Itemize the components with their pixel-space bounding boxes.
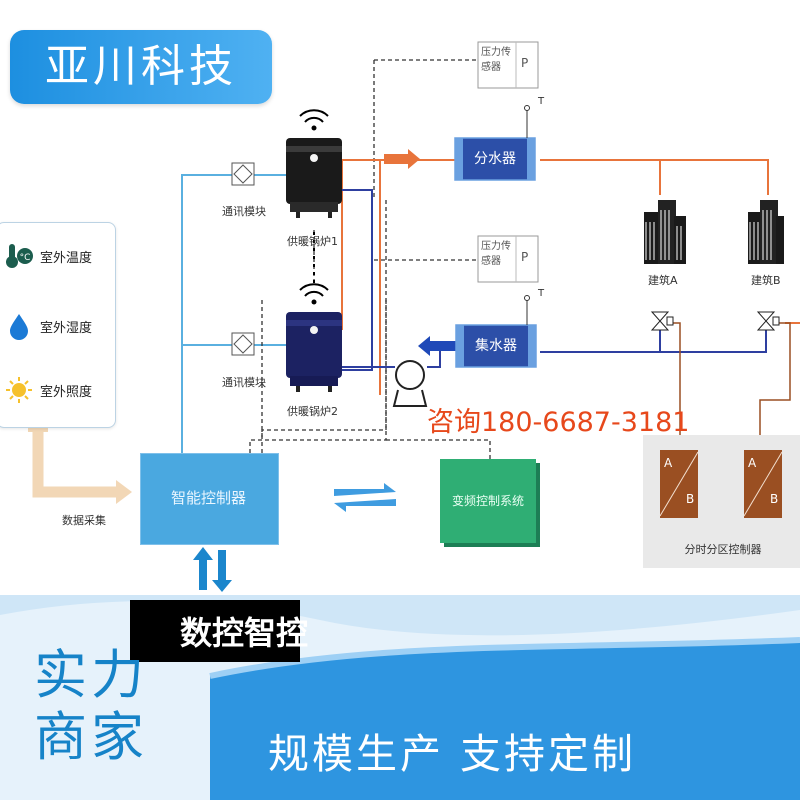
black-banner-text: 数控智控 (180, 614, 309, 652)
distributor-label: 分水器 (474, 151, 516, 167)
sensor-label: 室外温度 (40, 250, 93, 266)
collector-body (455, 324, 537, 368)
valve-a-icon (650, 311, 674, 331)
comm-module-1-icon (231, 162, 255, 186)
dashed-control-lines (249, 59, 491, 459)
black-banner (130, 600, 300, 662)
vfd-system (440, 459, 536, 543)
zone-box-1-a: A (664, 456, 673, 470)
pressure-sensor-1-label: 压力传感器 (481, 47, 511, 73)
zone-box-2-b: B (770, 492, 779, 506)
sensor-row-temperature: °C 室外温度 (0, 236, 112, 276)
sensor-label: 室外照度 (40, 384, 93, 400)
temp-probe-2-icon (524, 295, 530, 325)
building-a-icon (644, 200, 686, 264)
updown-arrow-icon (193, 547, 232, 592)
pressure-sensor-1-symbol: P (521, 56, 529, 70)
brand-name: 亚川科技 (45, 41, 237, 92)
zone-controller-label: 分时分区控制器 (684, 543, 762, 556)
data-collect-arrow-icon (28, 424, 132, 504)
boiler-2-icon (286, 283, 342, 392)
sensor-row-illuminance: 室外照度 (0, 370, 112, 410)
temp-probe-1-symbol: T (538, 96, 545, 107)
boiler-1-icon (286, 109, 342, 218)
water-drop-icon (2, 309, 36, 343)
zone-box-2-a: A (748, 456, 757, 470)
vfd-system-label: 变频控制系统 (451, 494, 524, 508)
pressure-sensor-1-icon (477, 41, 539, 89)
valve-b-icon (756, 311, 780, 331)
distributor-body (454, 137, 536, 181)
footer-slogan-right: 规模生产 支持定制 (268, 730, 637, 778)
comm-module-2-icon (231, 332, 255, 356)
data-collect-label: 数据采集 (62, 514, 106, 527)
pump-icon (392, 360, 428, 407)
zone-box-1-b: B (686, 492, 695, 506)
building-b-icon (748, 200, 784, 264)
building-b-label: 建筑B (751, 274, 781, 287)
return-arrow-icon (418, 336, 456, 356)
contact-phone: 咨询180-6687-3181 (427, 407, 690, 438)
smart-controller-label: 智能控制器 (170, 489, 246, 507)
comm-module-2-label: 通讯模块 (222, 376, 266, 389)
svg-text:°C: °C (20, 253, 31, 263)
supply-arrow-icon (384, 149, 420, 169)
pressure-sensor-2-symbol: P (521, 250, 529, 264)
comm-module-1-label: 通讯模块 (222, 205, 266, 218)
pressure-sensor-2-label: 压力传感器 (481, 241, 511, 267)
pressure-sensor-2-icon (477, 235, 539, 283)
smart-controller (140, 453, 279, 545)
thermometer-icon: °C (2, 239, 36, 273)
brand-badge (10, 30, 272, 104)
bidirectional-arrow-icon (334, 483, 396, 512)
boiler-1-label: 供暖锅炉1 (287, 235, 338, 248)
temp-probe-2-symbol: T (538, 288, 545, 299)
sun-icon (2, 373, 36, 407)
temp-probe-1-icon (524, 105, 530, 138)
boiler-2-label: 供暖锅炉2 (287, 405, 338, 418)
sensor-label: 室外湿度 (40, 320, 93, 336)
building-a-label: 建筑A (648, 274, 678, 287)
footer-slogan-left: 实力商家 (34, 645, 148, 768)
signal-lines (181, 174, 290, 453)
collector-label: 集水器 (475, 338, 517, 354)
sensor-row-humidity: 室外湿度 (0, 306, 112, 346)
